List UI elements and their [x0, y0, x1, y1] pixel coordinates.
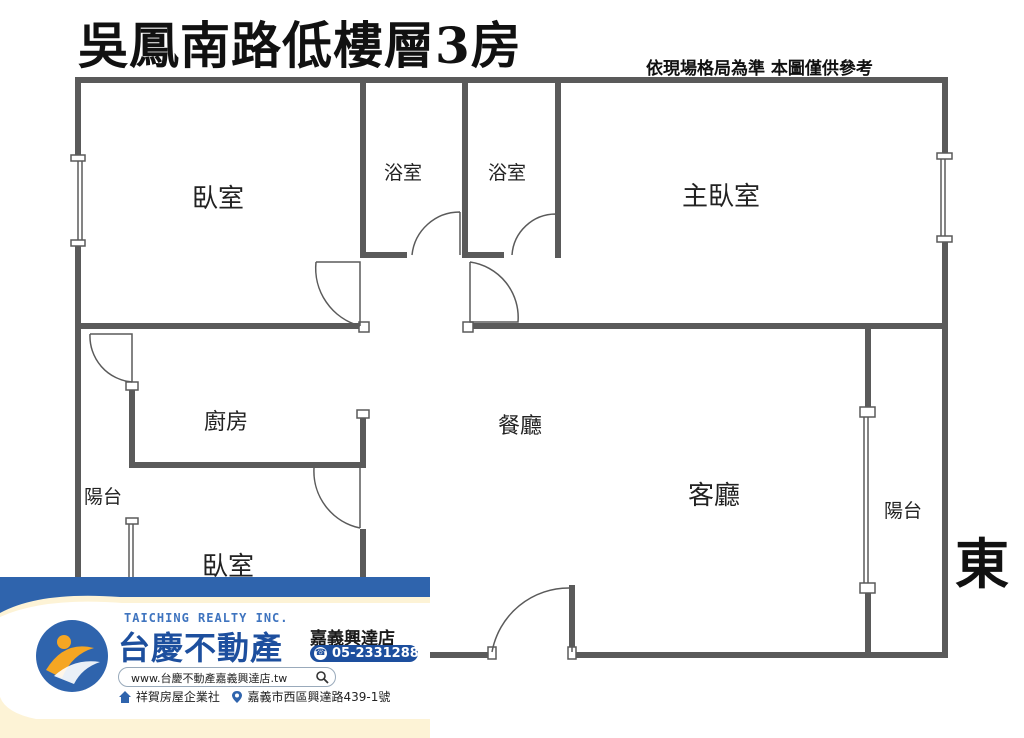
- bath2-door: [511, 213, 557, 256]
- company-address: 嘉義市西區興達路439-1號: [247, 690, 391, 704]
- bath1-door: [411, 211, 461, 256]
- room-label-balcony-east: 陽台: [884, 500, 923, 522]
- website-box[interactable]: www.台慶不動產嘉義興達店.tw: [118, 667, 336, 687]
- website-url: www.台慶不動產嘉義興達店.tw: [131, 672, 288, 685]
- room-label-bathroom-1: 浴室: [384, 162, 423, 184]
- brand-chinese: 台慶不動產: [118, 629, 284, 667]
- company-name: 祥賀房屋企業社: [135, 690, 220, 704]
- disclaimer-note: 依現場格局為準 本圖僅供參考: [646, 59, 873, 79]
- phone-pill[interactable]: ☎ 05-2331288: [310, 645, 419, 662]
- direction-label: 東: [955, 532, 1009, 596]
- room-label-bedroom-1: 臥室: [192, 184, 245, 214]
- master-door: [469, 261, 519, 323]
- room-label-kitchen: 廚房: [204, 410, 249, 435]
- room-label-bathroom-2: 浴室: [488, 162, 527, 184]
- room-label-living-room: 客廳: [688, 481, 741, 511]
- room-label-dining-room: 餐廳: [498, 414, 543, 439]
- bedroom2-door: [313, 467, 361, 529]
- balcony-door: [89, 333, 133, 383]
- company-info: 祥賀房屋企業社 嘉義市西區興達路439-1號: [118, 688, 390, 705]
- location-pin-icon: [231, 690, 242, 703]
- search-icon: [316, 671, 329, 684]
- plan-title: 吳鳳南路低樓層3房: [78, 16, 522, 75]
- room-label-balcony-west: 陽台: [84, 486, 123, 508]
- home-icon: [119, 690, 131, 703]
- brand-english: TAICHING REALTY INC.: [124, 611, 289, 625]
- door-swings: [89, 211, 573, 653]
- windows: [70, 152, 953, 660]
- logo-icon: [36, 620, 108, 692]
- phone-number: 05-2331288: [332, 646, 419, 661]
- bedroom1-door: [314, 261, 361, 327]
- entry-door: [491, 587, 573, 653]
- branch-name: 嘉義興達店: [310, 629, 395, 649]
- phone-icon: ☎: [314, 647, 327, 660]
- room-label-master-bedroom: 主臥室: [682, 182, 761, 212]
- walls: [75, 77, 948, 658]
